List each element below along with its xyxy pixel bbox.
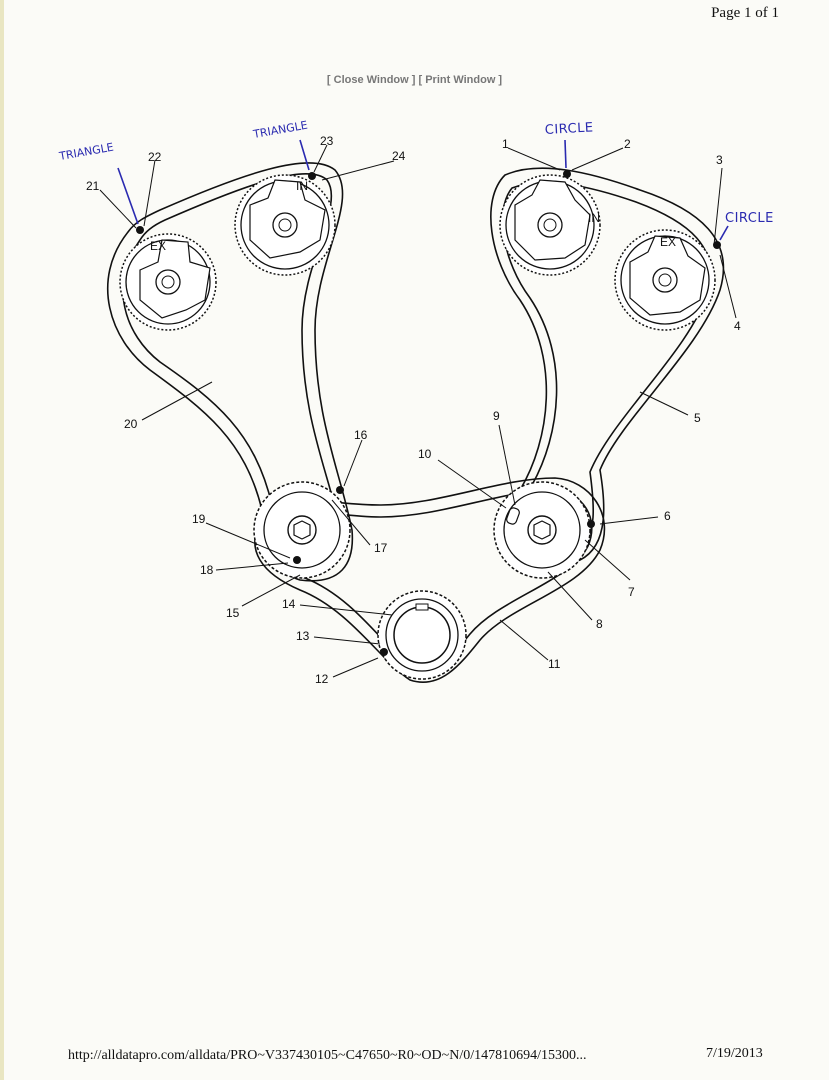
- callout-12: 12: [315, 672, 329, 686]
- right-exhaust-cam-sprocket: EX: [614, 229, 716, 331]
- callout-4: 4: [734, 319, 741, 333]
- right-exhaust-mark: EX: [660, 235, 676, 249]
- callout-14: 14: [282, 597, 296, 611]
- callout-18: 18: [200, 563, 214, 577]
- right-tensioner-pulley: [493, 481, 591, 579]
- callout-2: 2: [624, 137, 631, 151]
- right-intake-cam-sprocket: IN: [499, 174, 601, 276]
- callout-9: 9: [493, 409, 500, 423]
- handwritten-triangle-right: TRIANGLE: [251, 119, 308, 142]
- callout-22: 22: [148, 150, 162, 164]
- window-toolbar: [ Close Window ] [ Print Window ]: [0, 74, 829, 86]
- right-intake-mark: IN: [588, 211, 600, 225]
- callout-7: 7: [628, 585, 635, 599]
- callout-11: 11: [548, 657, 561, 671]
- callout-15: 15: [226, 606, 240, 620]
- callout-6: 6: [664, 509, 671, 523]
- lower-timing-belt: [254, 477, 606, 683]
- timing-marks: [136, 170, 721, 656]
- handwritten-circle-right: CIRCLE: [725, 211, 774, 226]
- callout-21: 21: [86, 179, 100, 193]
- page-edge: [0, 0, 4, 1080]
- footer-date: 7/19/2013: [706, 1046, 763, 1061]
- handwritten-triangle-left: TRIANGLE: [57, 141, 114, 164]
- callout-20: 20: [124, 417, 138, 431]
- footer-url: http://alldatapro.com/alldata/PRO~V33743…: [68, 1048, 587, 1063]
- callout-10: 10: [418, 447, 432, 461]
- right-timing-belt: [490, 167, 725, 564]
- left-intake-mark: IN: [296, 179, 308, 193]
- left-exhaust-mark: EX: [150, 239, 166, 253]
- callout-1: 1: [502, 137, 509, 151]
- callout-5: 5: [694, 411, 701, 425]
- page-number: Page 1 of 1: [711, 5, 779, 21]
- callout-13: 13: [296, 629, 310, 643]
- leader-lines: [99, 144, 737, 678]
- callout-17: 17: [374, 541, 388, 555]
- print-window-link[interactable]: [ Print Window ]: [418, 74, 503, 86]
- callout-labels: 1 2 3 4 5 6 7 8 9 10 11 12 13 14 15 16 1…: [86, 134, 741, 686]
- callout-16: 16: [354, 428, 368, 442]
- close-window-link[interactable]: [ Close Window ]: [326, 74, 416, 86]
- callout-8: 8: [596, 617, 603, 631]
- left-idler-pulley: [253, 481, 351, 579]
- callout-19: 19: [192, 512, 206, 526]
- left-intake-cam-sprocket: IN: [234, 174, 336, 276]
- crankshaft-sprocket: [377, 590, 467, 680]
- callout-3: 3: [716, 153, 723, 167]
- callout-23: 23: [320, 134, 334, 148]
- handwritten-annotations: TRIANGLE TRIANGLE CIRCLE CIRCLE: [57, 119, 774, 241]
- handwritten-circle-top: CIRCLE: [544, 120, 594, 138]
- callout-24: 24: [392, 149, 406, 163]
- left-exhaust-cam-sprocket: EX: [119, 233, 217, 331]
